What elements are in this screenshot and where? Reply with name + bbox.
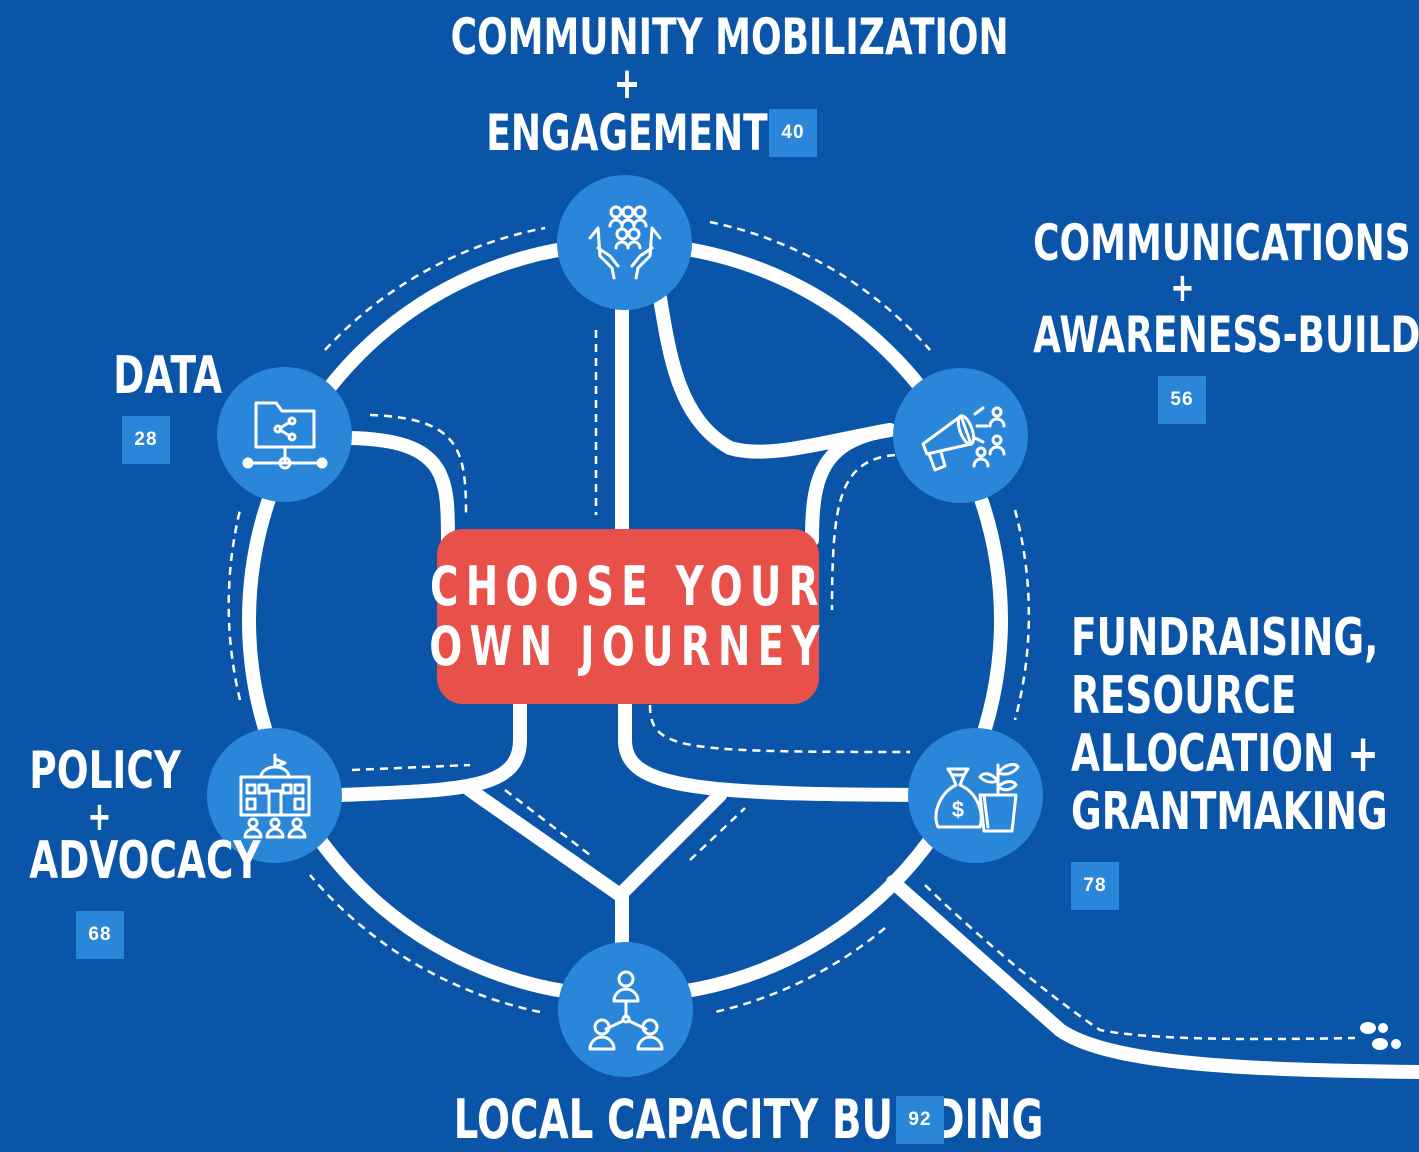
community-node[interactable]: [557, 175, 692, 310]
data-label: DATA: [113, 346, 223, 406]
data-label-line-1: DATA: [113, 346, 223, 406]
fundraising-label: FUNDRAISING, RESOURCE ALLOCATION + GRANT…: [1071, 608, 1388, 844]
communications-page-badge[interactable]: 56: [1158, 376, 1206, 424]
policy-label: POLICY + ADVOCACY: [29, 741, 261, 891]
center-title-box[interactable]: CHOOSE YOUR OWN JOURNEY: [429, 529, 820, 704]
communications-label-line-2: +: [1170, 265, 1195, 311]
capacity-label: LOCAL CAPACITY BUILDING: [453, 1088, 1044, 1151]
data-page-badge[interactable]: 28: [122, 416, 170, 464]
megaphone-people-icon: [921, 406, 1005, 471]
policy-page-badge[interactable]: 68: [76, 911, 124, 959]
hands-holding-people-icon: [588, 205, 661, 279]
communications-label-line-1: COMMUNICATIONS: [1033, 214, 1411, 272]
capacity-label-line-1: LOCAL CAPACITY BUILDING: [453, 1088, 1044, 1151]
fundraising-page-badge[interactable]: 78: [1071, 862, 1119, 910]
money-bag-plant-icon: $: [934, 762, 1019, 832]
fundraising-node[interactable]: $: [908, 728, 1043, 863]
government-building-icon: [239, 753, 310, 838]
fundraising-label-line-1: FUNDRAISING,: [1071, 608, 1379, 668]
community-label-line-1: COMMUNITY MOBILIZATION: [450, 8, 1009, 66]
people-network-icon: [588, 970, 663, 1050]
folder-network-icon: [242, 401, 327, 469]
community-label-line-2: +: [613, 58, 641, 109]
communications-label-line-3: AWARENESS-BUILDING: [1033, 306, 1419, 364]
community-label-line-3: ENGAGEMENT: [486, 104, 768, 162]
fundraising-label-line-2: RESOURCE: [1071, 666, 1297, 726]
policy-label-line-3: ADVOCACY: [29, 831, 261, 891]
center-title-line-2: OWN JOURNEY: [429, 614, 827, 678]
community-label: COMMUNITY MOBILIZATION + ENGAGEMENT: [450, 8, 1009, 162]
center-title-line-1: CHOOSE YOUR: [430, 555, 826, 619]
communications-node[interactable]: [893, 368, 1028, 503]
capacity-node[interactable]: [558, 942, 693, 1077]
capacity-page-badge[interactable]: 92: [896, 1096, 944, 1144]
fundraising-label-line-4: GRANTMAKING: [1071, 782, 1388, 842]
community-page-badge[interactable]: 40: [769, 109, 817, 157]
data-node[interactable]: [217, 367, 352, 502]
svg-text:$: $: [951, 797, 963, 822]
policy-label-line-2: +: [87, 794, 112, 840]
fundraising-label-line-3: ALLOCATION +: [1071, 724, 1379, 784]
policy-node[interactable]: [207, 728, 342, 863]
footprints-icon: [1360, 1022, 1401, 1050]
policy-label-line-1: POLICY: [29, 741, 181, 801]
communications-label: COMMUNICATIONS + AWARENESS-BUILDING: [1033, 214, 1419, 364]
